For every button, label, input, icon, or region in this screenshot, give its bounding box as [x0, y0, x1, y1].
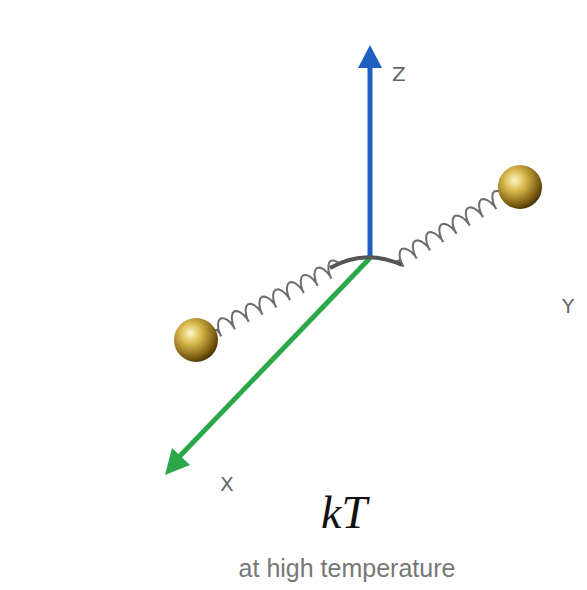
x-arrowhead [165, 448, 190, 475]
z-axis [368, 62, 373, 258]
axis-label: X [220, 474, 234, 494]
formula-label: kT [321, 490, 367, 536]
atom [174, 318, 218, 362]
z-arrowhead [358, 45, 382, 68]
bond-center [330, 257, 402, 268]
axis-label: Y [562, 296, 574, 316]
atom [498, 165, 542, 209]
spring-coil [214, 260, 341, 336]
caption-note: at high temperature [239, 556, 456, 581]
axis-label: Z [392, 64, 406, 84]
spring-coil [396, 191, 504, 267]
spring [214, 191, 504, 336]
